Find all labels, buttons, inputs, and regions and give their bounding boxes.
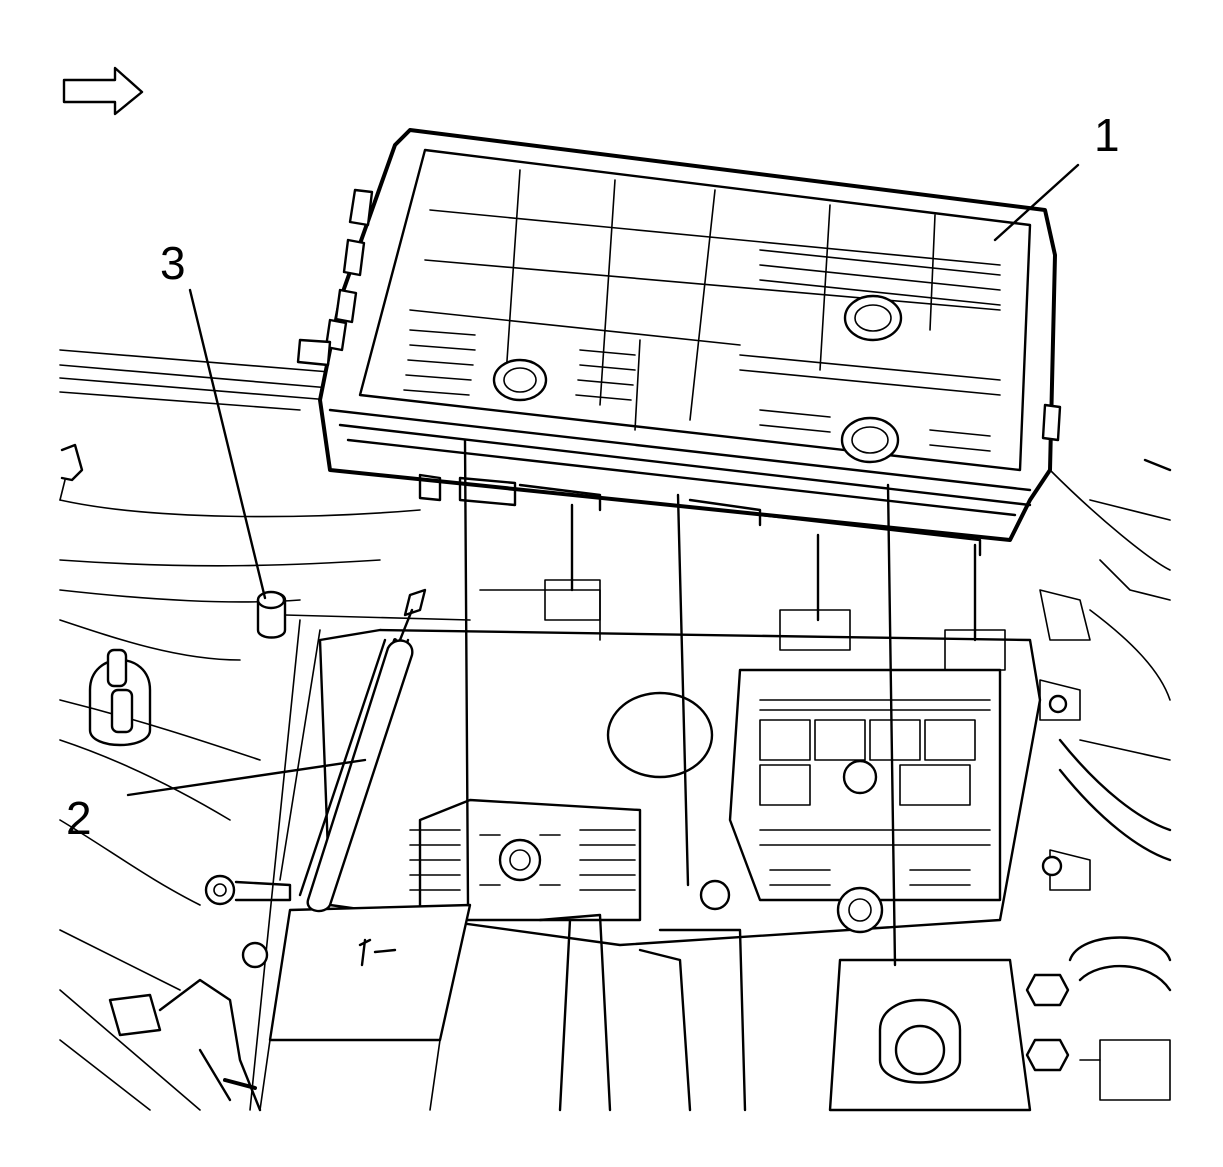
hollow-arrow-right-icon [62, 66, 144, 116]
part-2-retainer [298, 588, 427, 913]
alignment-lines [463, 438, 977, 967]
callout-2: 2 [66, 792, 92, 844]
callout-3: 3 [160, 237, 186, 289]
lower-fuse-block-tray [318, 579, 1042, 947]
engine-bay-background-left [59, 349, 421, 1112]
part-1-fuse-block-cover [296, 128, 1062, 557]
leader-lines [126, 163, 1080, 797]
callout-1: 1 [1094, 109, 1120, 161]
battery-cover [259, 903, 1032, 1112]
